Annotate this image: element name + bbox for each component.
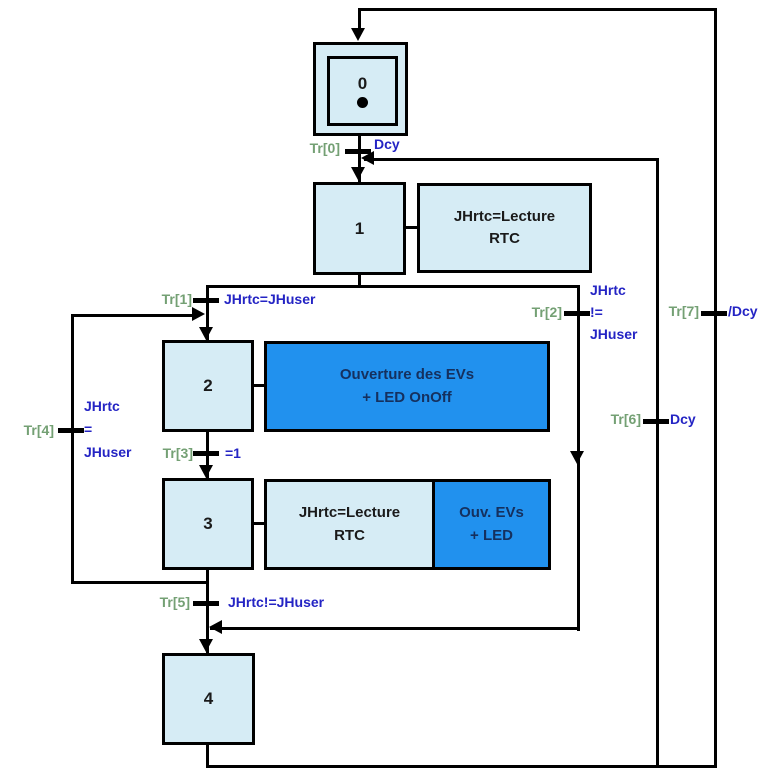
arrowhead-into-step4-icon bbox=[199, 639, 213, 652]
step-4: 4 bbox=[162, 653, 255, 745]
arrowhead-tr4-join-icon bbox=[192, 307, 205, 321]
step3-action-connector bbox=[253, 522, 266, 525]
transition-label-tr6: Tr[6] bbox=[610, 411, 641, 427]
action-step3a-line1: JHrtc=Lecture bbox=[298, 504, 401, 521]
transition-label-tr1: Tr[1] bbox=[161, 291, 192, 307]
tr6-branch-line bbox=[656, 158, 659, 768]
arrowhead-into-step1-icon bbox=[351, 167, 365, 180]
active-token-dot-icon bbox=[357, 97, 368, 108]
action-box-step3-ouv-evs: Ouv. EVs + LED bbox=[432, 479, 551, 570]
action-step2-line1: Ouverture des EVs bbox=[339, 366, 475, 383]
transition-bar-tr2 bbox=[564, 311, 590, 316]
tr2-join-line bbox=[210, 627, 580, 630]
tr7-branch-line bbox=[714, 8, 717, 768]
transition-label-tr3: Tr[3] bbox=[162, 445, 193, 461]
step-3: 3 bbox=[162, 478, 254, 570]
top-loop-line bbox=[358, 8, 717, 11]
tr4-feedback-line bbox=[71, 314, 74, 584]
step-1-number: 1 bbox=[354, 218, 365, 238]
action-step3b-line1: Ouv. EVs bbox=[459, 504, 524, 521]
transition-label-tr7: Tr[7] bbox=[668, 303, 699, 319]
arrowhead-tr6-join-icon bbox=[361, 151, 374, 165]
arrowhead-into-step3-icon bbox=[199, 465, 213, 478]
transition-label-tr2: Tr[2] bbox=[531, 304, 562, 320]
step-0-initial: 0 bbox=[313, 42, 408, 136]
condition-tr4-line2: = bbox=[84, 421, 93, 437]
step-4-number: 4 bbox=[203, 689, 214, 708]
action-box-step2: Ouverture des EVs + LED OnOff bbox=[264, 341, 550, 432]
step-0-number: 0 bbox=[357, 74, 368, 93]
action-box-step3-read-rtc: JHrtc=Lecture RTC bbox=[264, 479, 435, 570]
transition-bar-tr3 bbox=[193, 451, 219, 456]
entry-line-step0 bbox=[358, 8, 361, 30]
divergence-line-after-step1 bbox=[206, 285, 580, 288]
step-2: 2 bbox=[162, 340, 254, 432]
condition-tr2-line3: JHuser bbox=[590, 326, 638, 342]
condition-tr2-line1: JHrtc bbox=[590, 282, 626, 298]
condition-tr0: Dcy bbox=[374, 136, 400, 152]
step-3-number: 3 bbox=[203, 514, 213, 533]
step-1: 1 bbox=[313, 182, 406, 275]
arrowhead-tr2-flow-icon bbox=[570, 451, 584, 464]
action-step1-line2: RTC bbox=[489, 230, 520, 247]
transition-bar-tr0 bbox=[345, 149, 371, 154]
step3-to-step4-line bbox=[206, 568, 209, 655]
transition-label-tr4: Tr[4] bbox=[23, 422, 54, 438]
transition-bar-tr7 bbox=[701, 311, 727, 316]
condition-tr5: JHrtc!=JHuser bbox=[228, 594, 325, 610]
arrowhead-into-step2-icon bbox=[199, 327, 213, 340]
transition-label-tr5: Tr[5] bbox=[159, 594, 190, 610]
action-step3b-line2: + LED bbox=[470, 526, 513, 544]
condition-tr3: =1 bbox=[225, 445, 241, 461]
condition-tr4-line1: JHrtc bbox=[84, 398, 120, 414]
transition-label-tr0: Tr[0] bbox=[309, 140, 340, 156]
action-step1-line1: JHrtc=Lecture bbox=[453, 207, 556, 225]
action-step2-line2: + LED OnOff bbox=[362, 388, 452, 406]
transition-bar-tr6 bbox=[643, 419, 669, 424]
step1-action-connector bbox=[405, 226, 419, 229]
transition-bar-tr5 bbox=[193, 601, 219, 606]
tr1-to-step2-line bbox=[206, 285, 209, 343]
transition-bar-tr4 bbox=[58, 428, 84, 433]
step0-to-step1-line bbox=[358, 134, 361, 183]
bottom-loop-line bbox=[206, 765, 717, 768]
arrowhead-into-step0-icon bbox=[351, 28, 365, 41]
condition-tr7: /Dcy bbox=[728, 303, 758, 319]
condition-tr4-line3: JHuser bbox=[84, 444, 132, 460]
step2-action-connector bbox=[253, 384, 266, 387]
tr4-divergence-line bbox=[71, 581, 209, 584]
tr4-feedback-join-line bbox=[71, 314, 193, 317]
action-step3a-line2: RTC bbox=[334, 526, 365, 544]
step-2-number: 2 bbox=[203, 376, 213, 395]
tr6-feedback-line bbox=[364, 158, 659, 161]
step4-bottom-line bbox=[206, 743, 209, 768]
condition-tr6: Dcy bbox=[670, 411, 696, 427]
transition-bar-tr1 bbox=[193, 298, 219, 303]
condition-tr2-line2: != bbox=[590, 304, 603, 320]
action-box-step1: JHrtc=Lecture RTC bbox=[417, 183, 592, 273]
condition-tr1: JHrtc=JHuser bbox=[224, 291, 316, 307]
step-0-inner-box: 0 bbox=[327, 56, 398, 126]
arrowhead-tr2-join-icon bbox=[209, 620, 222, 634]
step1-bottom-line bbox=[358, 272, 361, 288]
